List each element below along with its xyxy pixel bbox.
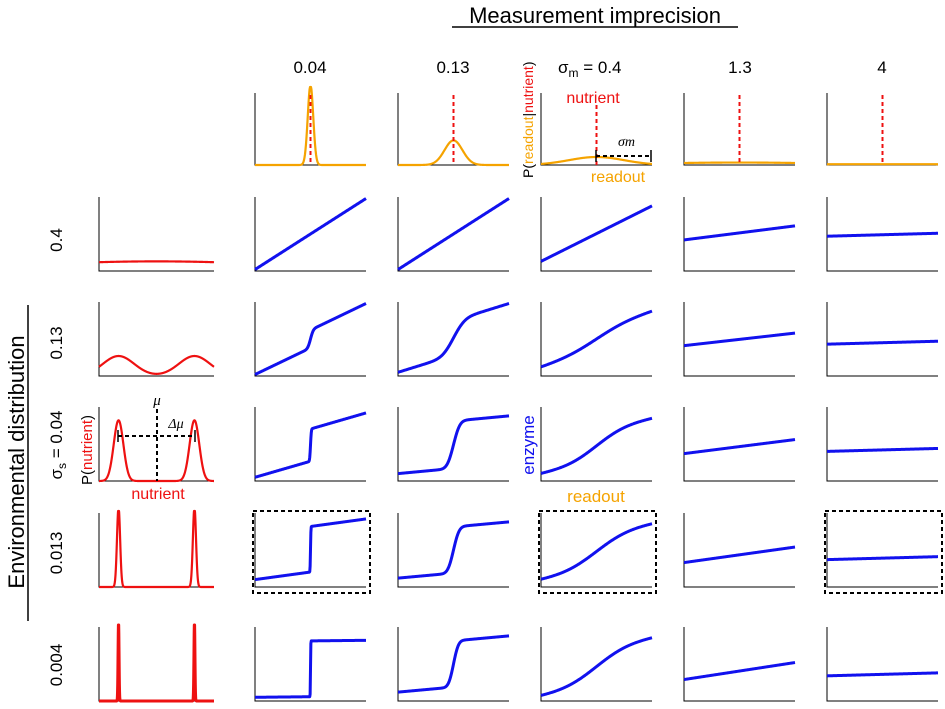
response-panel-r1-c2-axes [397, 197, 509, 272]
response-panel-r5-c2-axes [397, 627, 509, 702]
response-curve-r4-c1 [253, 517, 368, 582]
sigma-m-eq: = 0.4 [579, 58, 622, 77]
response-panel-r3-c4-axes [683, 407, 795, 482]
annot-enzyme: enzyme [519, 415, 538, 475]
response-panel-r5-c4-axes [683, 627, 795, 702]
annot-readout-top: readout [591, 169, 646, 186]
environment-panel-1-axes [98, 197, 214, 272]
response-panel-r1-c4-axes [683, 197, 795, 272]
response-panel-r4-c5-axes [826, 513, 938, 588]
response-curve-r4-c5 [825, 555, 940, 562]
measurement-curve-1 [254, 85, 367, 167]
annot-sigma-m: σm [618, 135, 635, 150]
response-curve-r5-c1 [253, 638, 368, 699]
sigma-s-sub: s [55, 463, 69, 469]
response-curve-r3-c2 [396, 414, 511, 476]
highlight-box-1 [252, 510, 371, 594]
response-curve-r2-c2 [396, 302, 511, 374]
response-panel-r5-c5-axes [826, 627, 938, 702]
annot-nutrient-left: nutrient [131, 486, 185, 503]
response-panel-r5-c1-axes [254, 627, 366, 702]
response-panel-r1-c5-axes [826, 197, 938, 272]
highlight-box-3 [824, 510, 943, 594]
environment-curve-1 [98, 260, 215, 264]
annot-mu: μ [152, 393, 161, 409]
response-curve-r1-c4 [682, 224, 797, 242]
response-curve-r3-c1 [253, 411, 368, 479]
response-curve-r2-c1 [253, 302, 368, 376]
response-curve-r3-c3 [539, 416, 654, 475]
response-panel-r3-c5-axes [826, 407, 938, 482]
col-label-2: 0.13 [436, 58, 469, 77]
response-panel-r3-c1-axes [254, 407, 366, 482]
response-curve-r4-c3 [539, 522, 654, 581]
highlight-box-2 [538, 510, 657, 594]
response-curve-r2-c4 [682, 331, 797, 348]
response-curve-r5-c5 [825, 671, 940, 678]
response-panel-r4-c3-axes [540, 513, 652, 588]
row-label-sigma-s: σs = 0.04 [47, 411, 69, 480]
environment-curve-4 [98, 509, 215, 589]
response-curve-r4-c4 [682, 545, 797, 565]
response-curve-r3-c4 [682, 438, 797, 456]
response-curve-r4-c2 [396, 520, 511, 580]
response-curve-r1-c3 [539, 204, 654, 263]
annot-delta-mu: Δμ [167, 417, 183, 432]
response-curve-r3-c5 [825, 446, 940, 453]
sigma-s-eq: = 0.04 [47, 411, 66, 463]
sigma-m-sub: m [569, 66, 579, 80]
response-panel-r5-c3-axes [540, 627, 652, 702]
environment-curve-3 [98, 419, 215, 483]
row-label-4: 0.013 [47, 532, 66, 575]
row-label-2: 0.13 [47, 326, 66, 359]
annot-p-readout-nutrient: P(readout|nutrient) [520, 62, 536, 179]
row-axis-title: Environmental distribution [4, 335, 29, 588]
response-panel-r2-c4-axes [683, 302, 795, 377]
row-label-5: 0.004 [47, 644, 66, 687]
response-panel-r4-c2-axes [397, 513, 509, 588]
col-label-sigma-m: σm = 0.4 [558, 58, 622, 80]
environment-curve-5 [97, 623, 216, 703]
panel-grid [97, 85, 943, 703]
sigma-s-symbol: σ [47, 468, 66, 479]
response-panel-r1-c1-axes [254, 197, 366, 272]
response-panel-r3-c3-axes [540, 407, 652, 482]
response-panel-r3-c2-axes [397, 407, 509, 482]
response-panel-r4-c4-axes [683, 513, 795, 588]
response-panel-r1-c3-axes [540, 197, 652, 272]
measurement-panel-3-axes [540, 93, 652, 166]
sigma-m-symbol: σ [558, 58, 569, 77]
environment-panel-2-axes [98, 302, 214, 377]
annot-nutrient-top: nutrient [566, 90, 620, 107]
col-label-1: 0.04 [293, 58, 326, 77]
annot-p-nutrient: P(nutrient) [79, 415, 96, 485]
response-panel-r2-c3-axes [540, 302, 652, 377]
response-curve-r1-c2 [396, 197, 511, 271]
col-label-4: 1.3 [728, 58, 752, 77]
response-panel-r2-c1-axes [254, 302, 366, 377]
col-label-5: 4 [877, 58, 886, 77]
response-panel-r4-c1-axes [254, 513, 366, 588]
response-curve-r5-c4 [682, 661, 797, 682]
response-curve-r1-c5 [825, 231, 940, 238]
annot-readout-mid: readout [567, 487, 625, 506]
response-curve-r5-c2 [396, 634, 511, 694]
response-panel-r2-c2-axes [397, 302, 509, 377]
measurement-panel-4-axes [683, 93, 795, 166]
response-curve-r5-c3 [539, 636, 654, 697]
response-curve-r2-c3 [539, 309, 654, 369]
response-panel-r2-c5-axes [826, 302, 938, 377]
row-label-1: 0.4 [47, 228, 66, 252]
figure-title: Measurement imprecision [469, 3, 721, 28]
response-curve-r2-c5 [825, 339, 940, 346]
response-curve-r1-c1 [253, 197, 368, 271]
environment-curve-2 [98, 354, 215, 375]
